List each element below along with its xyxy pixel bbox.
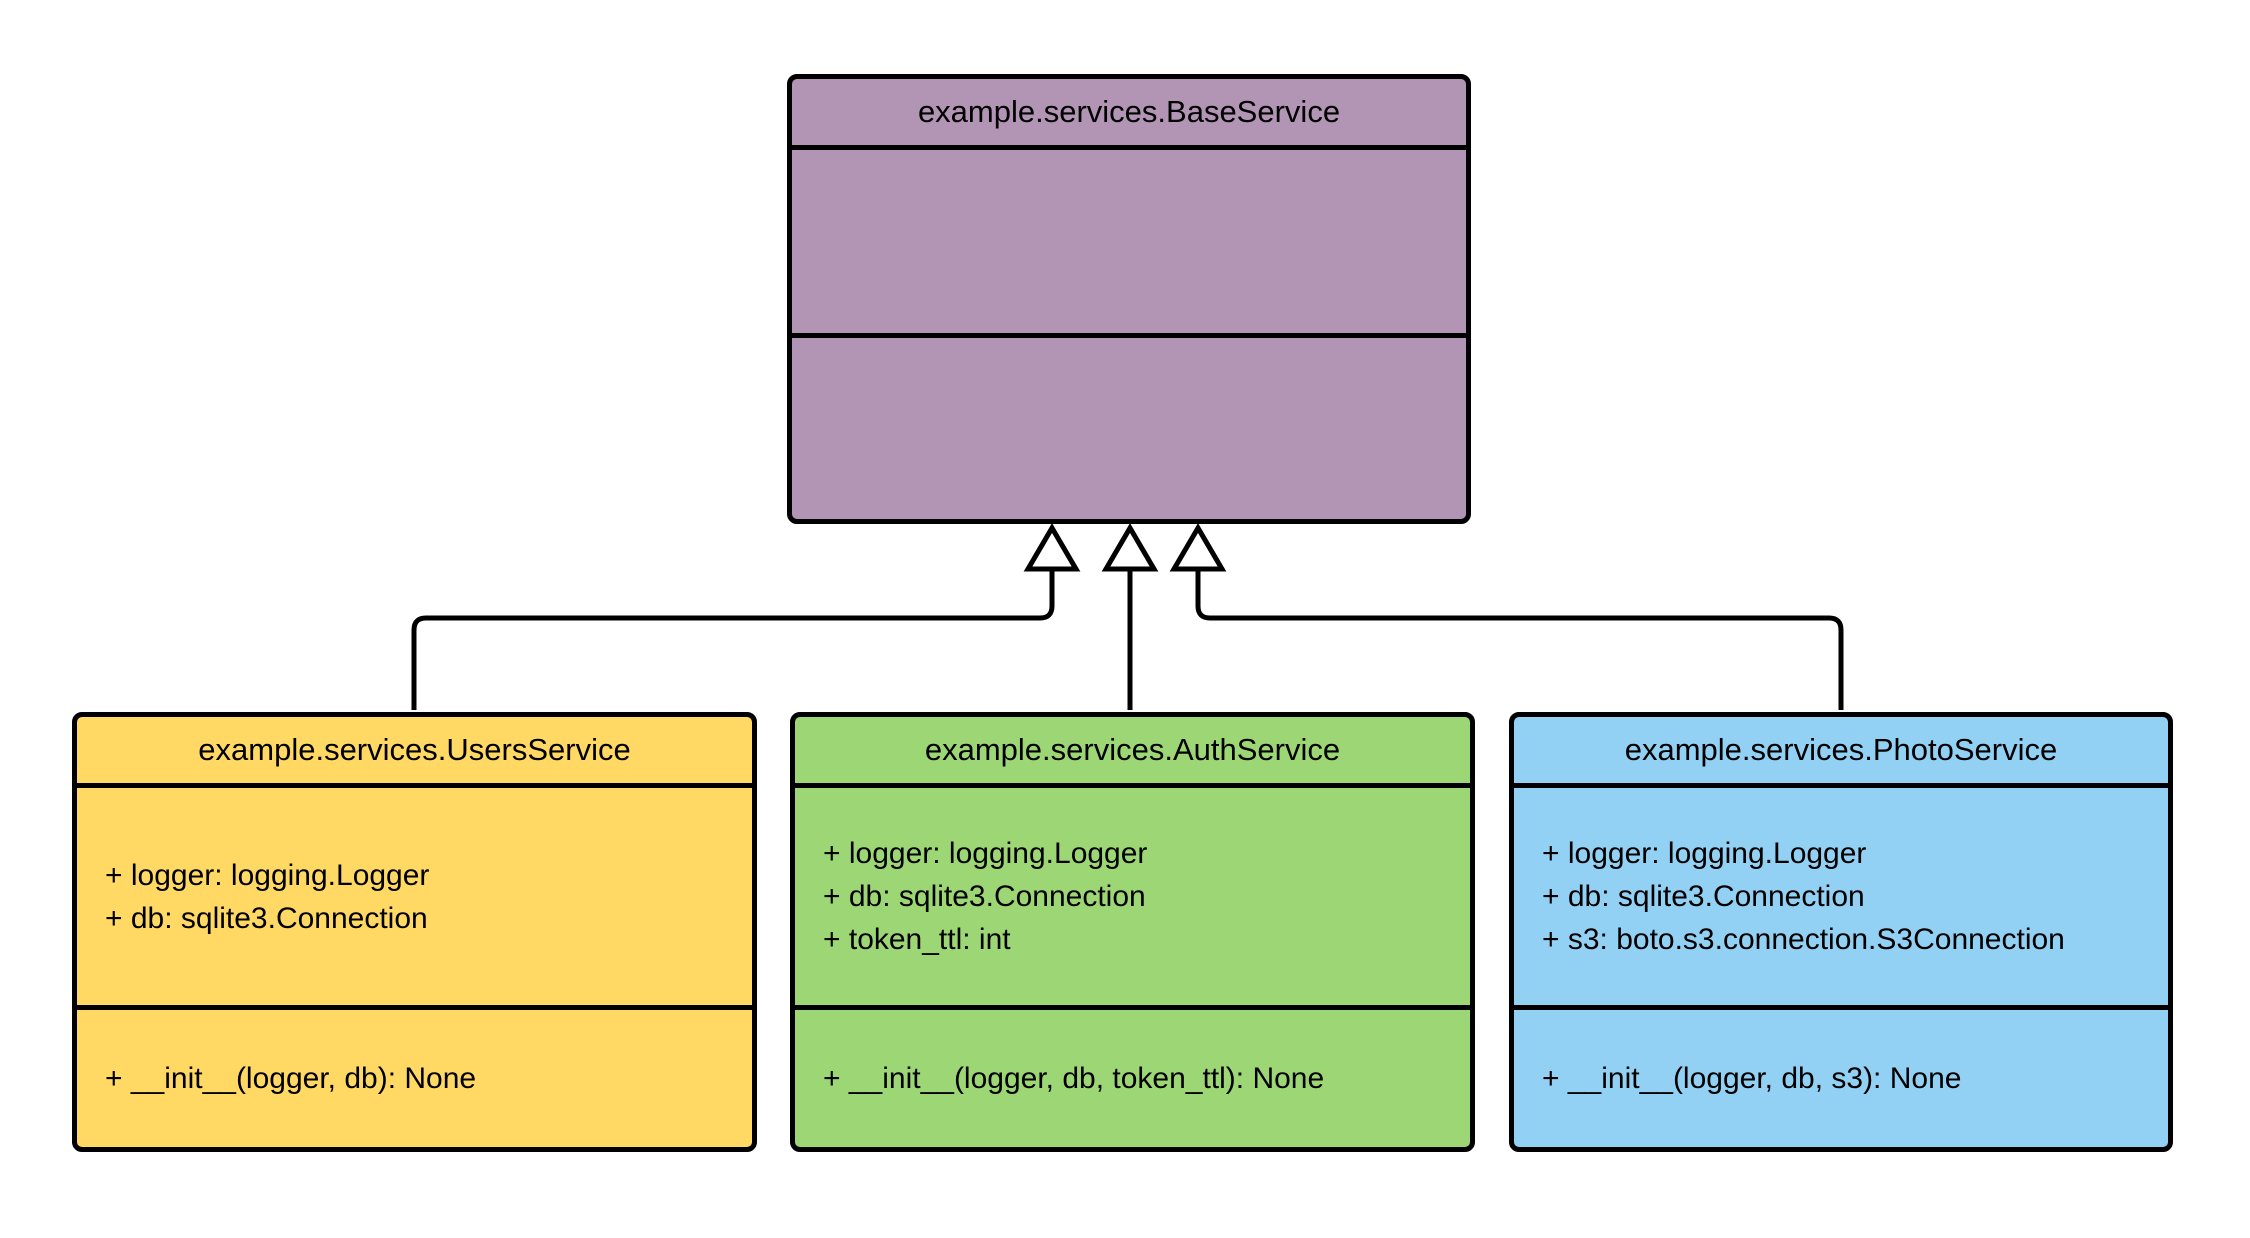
- class-box-baseservice: example.services.BaseService: [787, 74, 1471, 524]
- attributes-compartment-authservice: + logger: logging.Logger + db: sqlite3.C…: [795, 788, 1470, 1010]
- methods-compartment-baseservice: [792, 338, 1466, 519]
- attribute-line: + db: sqlite3.Connection: [1542, 880, 1865, 913]
- method-line: + __init__(logger, db): None: [105, 1062, 477, 1095]
- attributes-compartment-usersservice: + logger: logging.Logger + db: sqlite3.C…: [77, 788, 752, 1010]
- attribute-line: + logger: logging.Logger: [1542, 837, 1867, 870]
- inheritance-line-photo: [1195, 568, 1844, 710]
- class-title-usersservice: example.services.UsersService: [77, 717, 752, 788]
- method-line: + __init__(logger, db, s3): None: [1542, 1062, 1962, 1095]
- attribute-line: + s3: boto.s3.connection.S3Connection: [1542, 923, 2065, 956]
- attribute-line: + db: sqlite3.Connection: [105, 901, 428, 935]
- class-box-authservice: example.services.AuthService + logger: l…: [790, 712, 1475, 1152]
- attribute-line: + logger: logging.Logger: [105, 858, 430, 892]
- class-box-usersservice: example.services.UsersService + logger: …: [72, 712, 757, 1152]
- class-title-photoservice: example.services.PhotoService: [1514, 717, 2168, 788]
- methods-compartment-photoservice: + __init__(logger, db, s3): None: [1514, 1010, 2168, 1147]
- class-box-photoservice: example.services.PhotoService + logger: …: [1509, 712, 2173, 1152]
- class-title-authservice: example.services.AuthService: [795, 717, 1470, 788]
- methods-compartment-usersservice: + __init__(logger, db): None: [77, 1010, 752, 1147]
- attributes-compartment-baseservice: [792, 150, 1466, 338]
- attribute-line: + db: sqlite3.Connection: [823, 880, 1146, 913]
- methods-compartment-authservice: + __init__(logger, db, token_ttl): None: [795, 1010, 1470, 1147]
- attribute-line: + logger: logging.Logger: [823, 837, 1148, 870]
- inheritance-line-users: [411, 568, 1055, 710]
- inheritance-arrowhead-icon: [1169, 523, 1227, 572]
- inheritance-arrowhead-icon: [1101, 523, 1159, 572]
- method-line: + __init__(logger, db, token_ttl): None: [823, 1062, 1325, 1095]
- attributes-compartment-photoservice: + logger: logging.Logger + db: sqlite3.C…: [1514, 788, 2168, 1010]
- class-title-baseservice: example.services.BaseService: [792, 79, 1466, 150]
- inheritance-arrowhead-icon: [1023, 523, 1081, 572]
- attribute-line: + token_ttl: int: [823, 923, 1011, 956]
